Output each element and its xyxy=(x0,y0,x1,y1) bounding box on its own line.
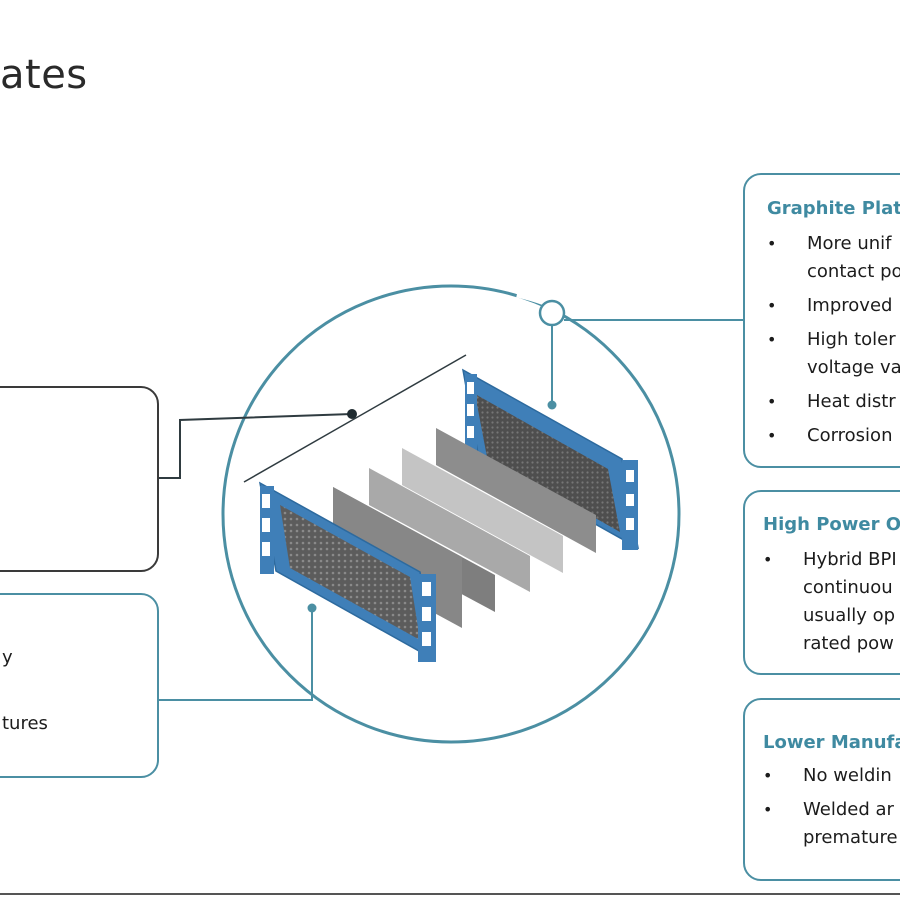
connector-left-upper xyxy=(159,413,353,479)
lower-bipolar-plate xyxy=(258,481,437,662)
membrane-layer-2 xyxy=(369,468,530,592)
bullet-line: More unif xyxy=(807,233,892,254)
bullet-line: usually op xyxy=(803,605,896,626)
bullet-item: No weldin xyxy=(763,762,898,790)
stack-axis-line xyxy=(243,354,467,483)
bullet-line: High toler xyxy=(807,329,896,350)
bullet-line: premature xyxy=(803,827,898,848)
high-power-box: High Power Op Hybrid BPI continuou usual… xyxy=(743,490,900,675)
connector-dot-upper xyxy=(347,409,357,419)
graphite-plate-heading: Graphite Plate xyxy=(767,198,900,219)
lower-manufacturing-bullets: No weldin Welded ar premature xyxy=(763,762,898,858)
bullet-item: Corrosion xyxy=(767,422,900,450)
bullet-item: Hybrid BPI continuou usually op rated po… xyxy=(763,546,897,658)
bullet-item: Heat distr xyxy=(767,388,900,416)
connector-left-lower xyxy=(159,608,313,701)
gas-diffusion-layer-4 xyxy=(436,428,596,553)
slide-title: ates xyxy=(0,52,88,98)
callout-dot-upper-plate xyxy=(547,400,557,410)
graphite-plate-box: Graphite Plate More unif contact po Impr… xyxy=(743,173,900,468)
upper-bipolar-plate xyxy=(461,368,640,550)
bullet-item: High toler voltage va xyxy=(767,326,900,382)
bullet-line: voltage va xyxy=(807,357,900,378)
bullet-line: Hybrid BPI xyxy=(803,549,897,570)
diagram-circle xyxy=(221,284,681,744)
bullet-line: Improved xyxy=(807,295,893,316)
bullet-line: Corrosion xyxy=(807,425,893,446)
bullet-line: Welded ar xyxy=(803,799,894,820)
bottom-rule xyxy=(0,893,900,895)
membrane-layer-3 xyxy=(402,448,563,573)
left-upper-box xyxy=(0,386,159,572)
bullet-line: No weldin xyxy=(803,765,892,786)
graphite-plate-bullets: More unif contact po Improved High toler… xyxy=(767,230,900,456)
high-power-heading: High Power Op xyxy=(763,514,900,535)
callout-small-circle xyxy=(538,299,566,327)
left-lower-box: y tures xyxy=(0,593,159,778)
bullet-line: contact po xyxy=(807,261,900,282)
lower-manufacturing-box: Lower Manufa No weldin Welded ar prematu… xyxy=(743,698,900,881)
left-lower-text-2: tures xyxy=(2,713,48,734)
left-lower-text-1: y xyxy=(2,647,13,668)
bullet-item: Welded ar premature xyxy=(763,796,898,852)
bullet-item: More unif contact po xyxy=(767,230,900,286)
bullet-item: Improved xyxy=(767,292,900,320)
connector-dot-lower xyxy=(307,603,317,613)
bullet-line: continuou xyxy=(803,577,893,598)
bullet-line: rated pow xyxy=(803,633,894,654)
high-power-bullets: Hybrid BPI continuou usually op rated po… xyxy=(763,546,897,664)
lower-manufacturing-heading: Lower Manufa xyxy=(763,732,900,753)
bullet-line: Heat distr xyxy=(807,391,896,412)
